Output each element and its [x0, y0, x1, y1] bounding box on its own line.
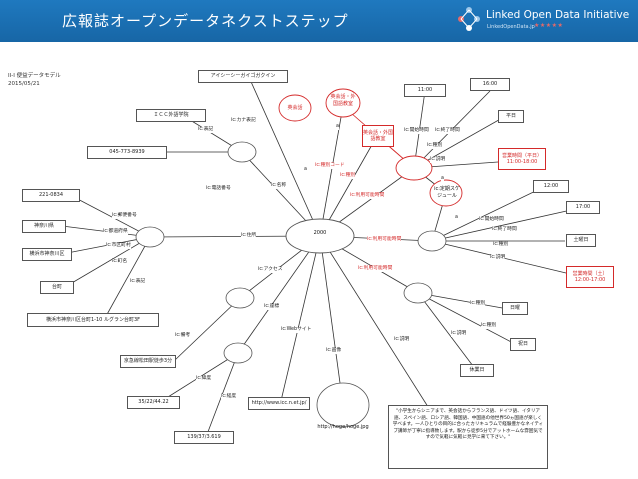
logo-subtext: LinkedOpenData.jp — [487, 24, 535, 30]
edge-label-address: ic:住所 — [241, 233, 257, 239]
edge-label-available-1: ic:利用可能時間 — [350, 193, 385, 199]
edge-label-position: ic:座標 — [264, 304, 280, 310]
edge-label-remarks: ic:備考 — [175, 333, 191, 339]
type-eikaiwa-node: 英会話 — [287, 105, 303, 111]
edge-label-type-code: ic:種別コード — [315, 163, 345, 169]
edge-label-desc-2: ic:説明 — [490, 255, 506, 261]
edge-label-available-2: ic:利用可能時間 — [367, 237, 402, 243]
close-time-box: 16:00 — [470, 78, 510, 91]
page-title: 広報誌オープンデータネクストステップ — [62, 12, 349, 30]
description-value-box: "小学生からシニアまで、英会話からフランス語、ドイツ語、イタリア語、スペイン語、… — [388, 405, 548, 469]
street-value-box: 横浜市神奈川区台町1-10 ルグラン台町3F — [27, 313, 159, 327]
weekday-box: 平日 — [498, 110, 524, 123]
edge-label-city: ic:市区町村 — [106, 243, 131, 249]
edge-label-notation: ic:表記 — [198, 127, 214, 133]
edge-label-desc-1: ic:説明 — [430, 157, 446, 163]
access-value-box: 京急線松田駅徒歩3分 — [120, 355, 176, 368]
sat-hours-box: 営業時間（土）12:00-17:00 — [566, 266, 614, 288]
closed-day-box: 休業日 — [460, 364, 494, 377]
edge-label-phone: ic:電話番号 — [206, 186, 231, 192]
pref-value-box: 神奈川県 — [22, 220, 66, 233]
title-banner: 広報誌オープンデータネクストステップ Linked Open Data Init… — [0, 0, 638, 42]
edge-label-postal: ic:郵便番号 — [112, 213, 137, 219]
web-value-box: http://www.icc.n.et.jp/ — [248, 397, 310, 410]
sunday-box: 日曜 — [502, 302, 528, 315]
edge-label-website: ic:Webサイト — [281, 327, 312, 333]
city-value-box: 横浜市神奈川区 — [22, 248, 72, 261]
logo-text: Linked Open Data Initiative — [486, 9, 630, 21]
edge-label-a1: a — [304, 167, 307, 173]
saturday-box: 土曜日 — [566, 234, 596, 247]
postal-value-box: 221-0834 — [22, 189, 80, 202]
edge-label-street-notation: ic:表記 — [130, 279, 146, 285]
sat-open-box: 12:00 — [533, 180, 569, 193]
edge-label-description: ic:説明 — [394, 337, 410, 343]
lod-logo-icon — [458, 7, 480, 31]
weekday-hours-box: 営業時間（平日）11:00-18:00 — [498, 148, 546, 170]
center-node-label: 2000 — [313, 230, 327, 236]
lng-value-box: 139/37/3.619 — [174, 431, 234, 444]
edge-label-available-3: ic:利用可能時間 — [358, 266, 393, 272]
edge-label-chome: ic:町名 — [112, 259, 128, 265]
edge-label-a3: a — [441, 176, 444, 182]
logo-stars: ★★★★★ — [534, 22, 564, 29]
edge-label-lat: ic:緯度 — [196, 376, 212, 382]
edge-label-desc-3: ic:説明 — [451, 331, 467, 337]
model-meta: II-I 便益データモデル 2015/05/21 — [8, 72, 61, 88]
edge-label-open-2: ic:開始時間 — [479, 217, 504, 223]
edge-label-lng: ic:経度 — [221, 394, 237, 400]
edge-label-kind-1: ic:種別 — [427, 143, 443, 149]
name-value-box: アイシーシーガイゴガクイン — [198, 70, 288, 83]
chome-value-box: 台町 — [40, 281, 74, 294]
edge-label-kind-2: ic:種別 — [493, 242, 509, 248]
edge-label-kind-4: ic:種別 — [481, 323, 497, 329]
sat-close-box: 17:00 — [566, 201, 600, 214]
edge-label-kind-3: ic:種別 — [470, 301, 486, 307]
kana-value-box: ＩＣＣ外語学院 — [136, 109, 206, 122]
edge-label-open-1: ic:開始時間 — [404, 128, 429, 134]
edge-label-end-2: ic:終了時間 — [492, 227, 517, 233]
image-value-label: http://hoge/hoge.jpg — [317, 424, 369, 430]
model-date: 2015/05/21 — [8, 81, 40, 87]
edge-label-image: ic:画像 — [326, 348, 342, 354]
schedule-node-label: ic:定期スケジュール — [434, 186, 460, 199]
open-time-box: 11:00 — [404, 84, 446, 97]
description-text: "小学生からシニアまで、英会話からフランス語、ドイツ語、イタリア語、スペイン語、… — [392, 409, 544, 440]
edge-label-pref: ic:都道府県 — [103, 229, 128, 235]
edge-label-kana: ic:カナ表記 — [231, 118, 256, 124]
type-foreign-node: 英会話・外国語教室 — [330, 94, 356, 107]
holiday-box: 祝日 — [510, 338, 536, 351]
edge-label-a2: a — [336, 124, 339, 130]
type-foreign-box: 英会話・外国語教室 — [362, 125, 394, 147]
model-name: II-I 便益データモデル — [8, 73, 61, 79]
edge-label-type: ic:種別 — [340, 173, 356, 179]
edge-label-name: ic:名称 — [271, 183, 287, 189]
edge-label-end-1: ic:終了時間 — [435, 128, 460, 134]
edge-label-a4: a — [455, 215, 458, 221]
edge-label-access: ic:アクセス — [258, 267, 283, 273]
phone-value-box: 045-773-8939 — [87, 146, 167, 159]
lat-value-box: 35/22/44.22 — [127, 396, 180, 409]
